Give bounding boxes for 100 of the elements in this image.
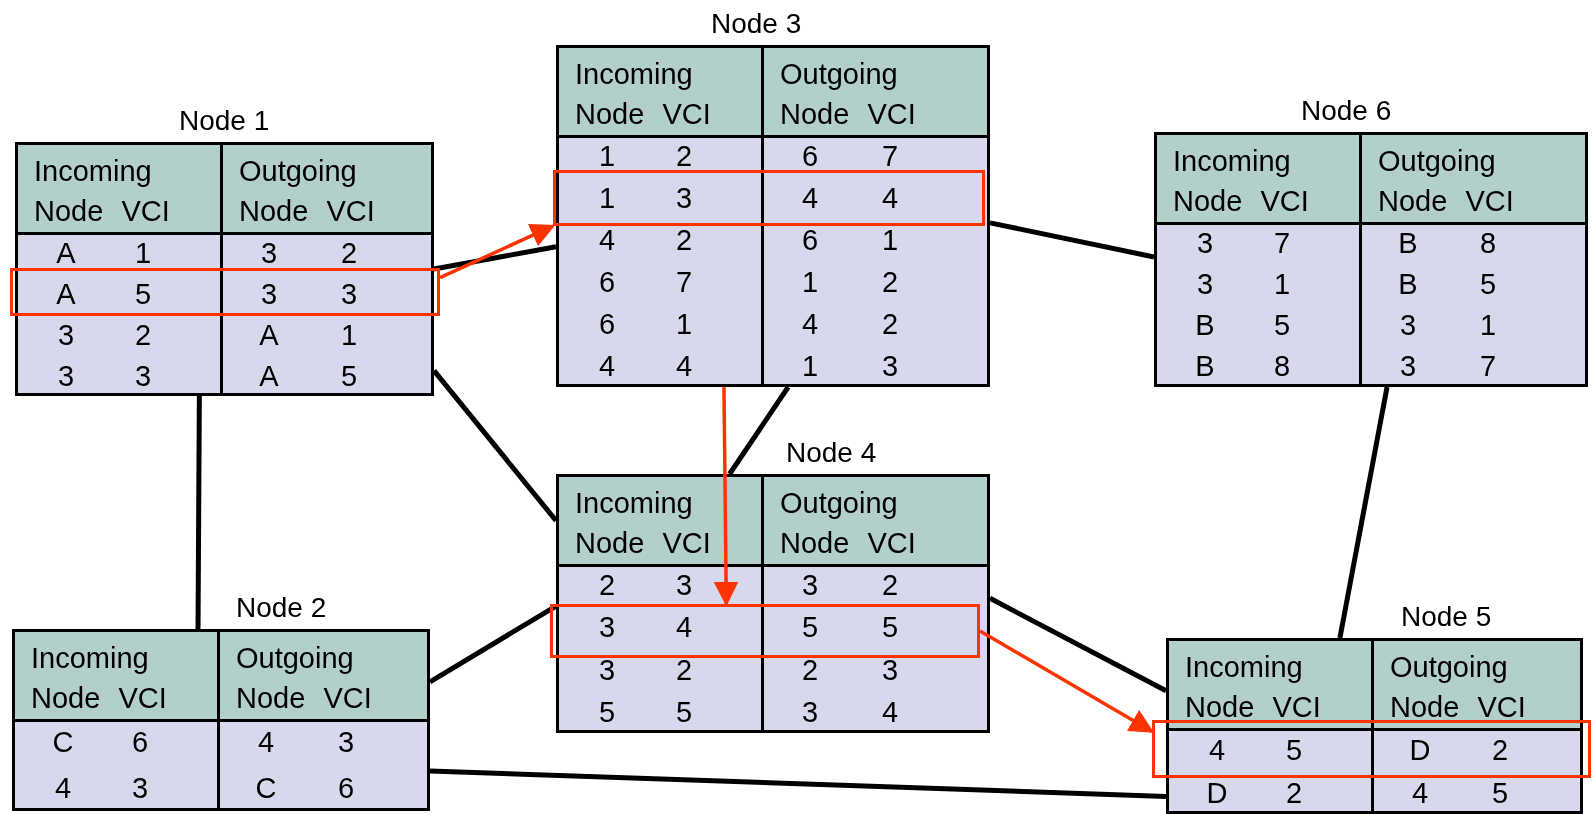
table-value: 3 xyxy=(1398,308,1418,343)
table-value: 1 xyxy=(674,307,694,341)
table-value: 2 xyxy=(1490,732,1510,767)
table-value: 6 xyxy=(597,307,617,341)
table-value: 4 xyxy=(597,349,617,383)
table-value: 2 xyxy=(880,568,900,603)
table-value: 5 xyxy=(880,610,900,645)
table-value: 1 xyxy=(800,265,820,299)
table-value: 1 xyxy=(880,223,900,257)
table-value: 4 xyxy=(800,307,820,341)
table-value: 3 xyxy=(259,276,279,311)
table-value: 2 xyxy=(339,235,359,270)
table-value: 3 xyxy=(674,181,694,215)
table-value: 3 xyxy=(880,652,900,687)
highlight-frame xyxy=(553,170,985,226)
node-title: Node 4 xyxy=(786,437,877,469)
table-value: 3 xyxy=(259,235,279,270)
table-value: 7 xyxy=(1272,225,1292,260)
table-value: 6 xyxy=(336,771,356,805)
table-value: 5 xyxy=(339,358,359,393)
table-value: 3 xyxy=(1195,266,1215,301)
table-value: A xyxy=(258,317,280,352)
table-value: 6 xyxy=(800,223,820,257)
highlight-frame xyxy=(10,268,440,316)
column-header: Incoming Node VCI xyxy=(31,641,168,716)
table-value: 3 xyxy=(597,610,617,645)
table-value: 5 xyxy=(1284,732,1304,767)
table-value: C xyxy=(51,725,75,759)
table-value: 2 xyxy=(800,652,820,687)
table-value: 1 xyxy=(339,317,359,352)
table-value: B xyxy=(1397,266,1419,301)
table-value: 3 xyxy=(339,276,359,311)
table-value: B xyxy=(1194,308,1216,343)
table-value: 1 xyxy=(133,235,153,270)
highlight-frame xyxy=(1152,720,1591,778)
arrow xyxy=(979,629,1155,734)
table-value: 3 xyxy=(800,694,820,729)
table-value: 1 xyxy=(1272,266,1292,301)
table-value: 3 xyxy=(56,358,76,393)
column-header: Outgoing Node VCI xyxy=(1390,650,1527,725)
table-value: 8 xyxy=(1478,225,1498,260)
node-title: Node 3 xyxy=(711,8,802,40)
column-header: Outgoing Node VCI xyxy=(780,486,917,561)
table-value: 3 xyxy=(56,317,76,352)
link-line xyxy=(433,244,557,272)
link-line xyxy=(432,369,558,523)
table-value: 3 xyxy=(800,568,820,603)
table-value: 4 xyxy=(256,725,276,759)
table-value: 1 xyxy=(597,139,617,173)
node-title: Node 5 xyxy=(1401,601,1492,633)
link-line xyxy=(727,385,791,476)
table-value: 3 xyxy=(336,725,356,759)
table-value: 7 xyxy=(674,265,694,299)
table-value: 3 xyxy=(674,568,694,603)
table-value: 2 xyxy=(880,265,900,299)
table-value: 2 xyxy=(880,307,900,341)
table-value: 3 xyxy=(880,349,900,383)
table-value: 3 xyxy=(1398,349,1418,384)
node-title: Node 2 xyxy=(236,592,327,624)
table-value: 5 xyxy=(800,610,820,645)
link-line xyxy=(989,220,1155,260)
table-value: 5 xyxy=(1272,308,1292,343)
table-value: 4 xyxy=(800,181,820,215)
table-value: A xyxy=(258,358,280,393)
link-line xyxy=(988,596,1168,693)
table-value: 4 xyxy=(53,771,73,805)
table-value: A xyxy=(55,235,77,270)
table-value: 2 xyxy=(674,652,694,687)
table-value: 5 xyxy=(133,276,153,311)
column-header: Incoming Node VCI xyxy=(575,486,712,561)
table-value: 3 xyxy=(130,771,150,805)
column-header: Incoming Node VCI xyxy=(1173,144,1310,219)
table-value: 2 xyxy=(133,317,153,352)
table-value: A xyxy=(55,276,77,311)
table-value: 4 xyxy=(597,223,617,257)
column-header: Outgoing Node VCI xyxy=(780,57,917,132)
link-line xyxy=(195,396,202,629)
highlight-frame xyxy=(550,604,980,658)
table-value: 7 xyxy=(880,139,900,173)
table-value: 3 xyxy=(597,652,617,687)
table-value: 3 xyxy=(133,358,153,393)
table-value: B xyxy=(1397,225,1419,260)
link-line xyxy=(1337,386,1390,639)
column-header: Outgoing Node VCI xyxy=(239,154,376,229)
table-value: 6 xyxy=(597,265,617,299)
table-value: 5 xyxy=(1478,266,1498,301)
table-value: 4 xyxy=(674,349,694,383)
table-value: 1 xyxy=(597,181,617,215)
table-value: B xyxy=(1194,349,1216,384)
column-header: Incoming Node VCI xyxy=(1185,650,1322,725)
table-value: 3 xyxy=(1195,225,1215,260)
table-value: 5 xyxy=(1490,775,1510,810)
arrow xyxy=(713,387,739,607)
table-value: 4 xyxy=(674,610,694,645)
table-value: 4 xyxy=(880,694,900,729)
table-value: C xyxy=(254,771,278,805)
table-value: 2 xyxy=(674,223,694,257)
link-line xyxy=(429,768,1167,799)
column-header: Incoming Node VCI xyxy=(34,154,171,229)
arrow xyxy=(439,224,556,280)
